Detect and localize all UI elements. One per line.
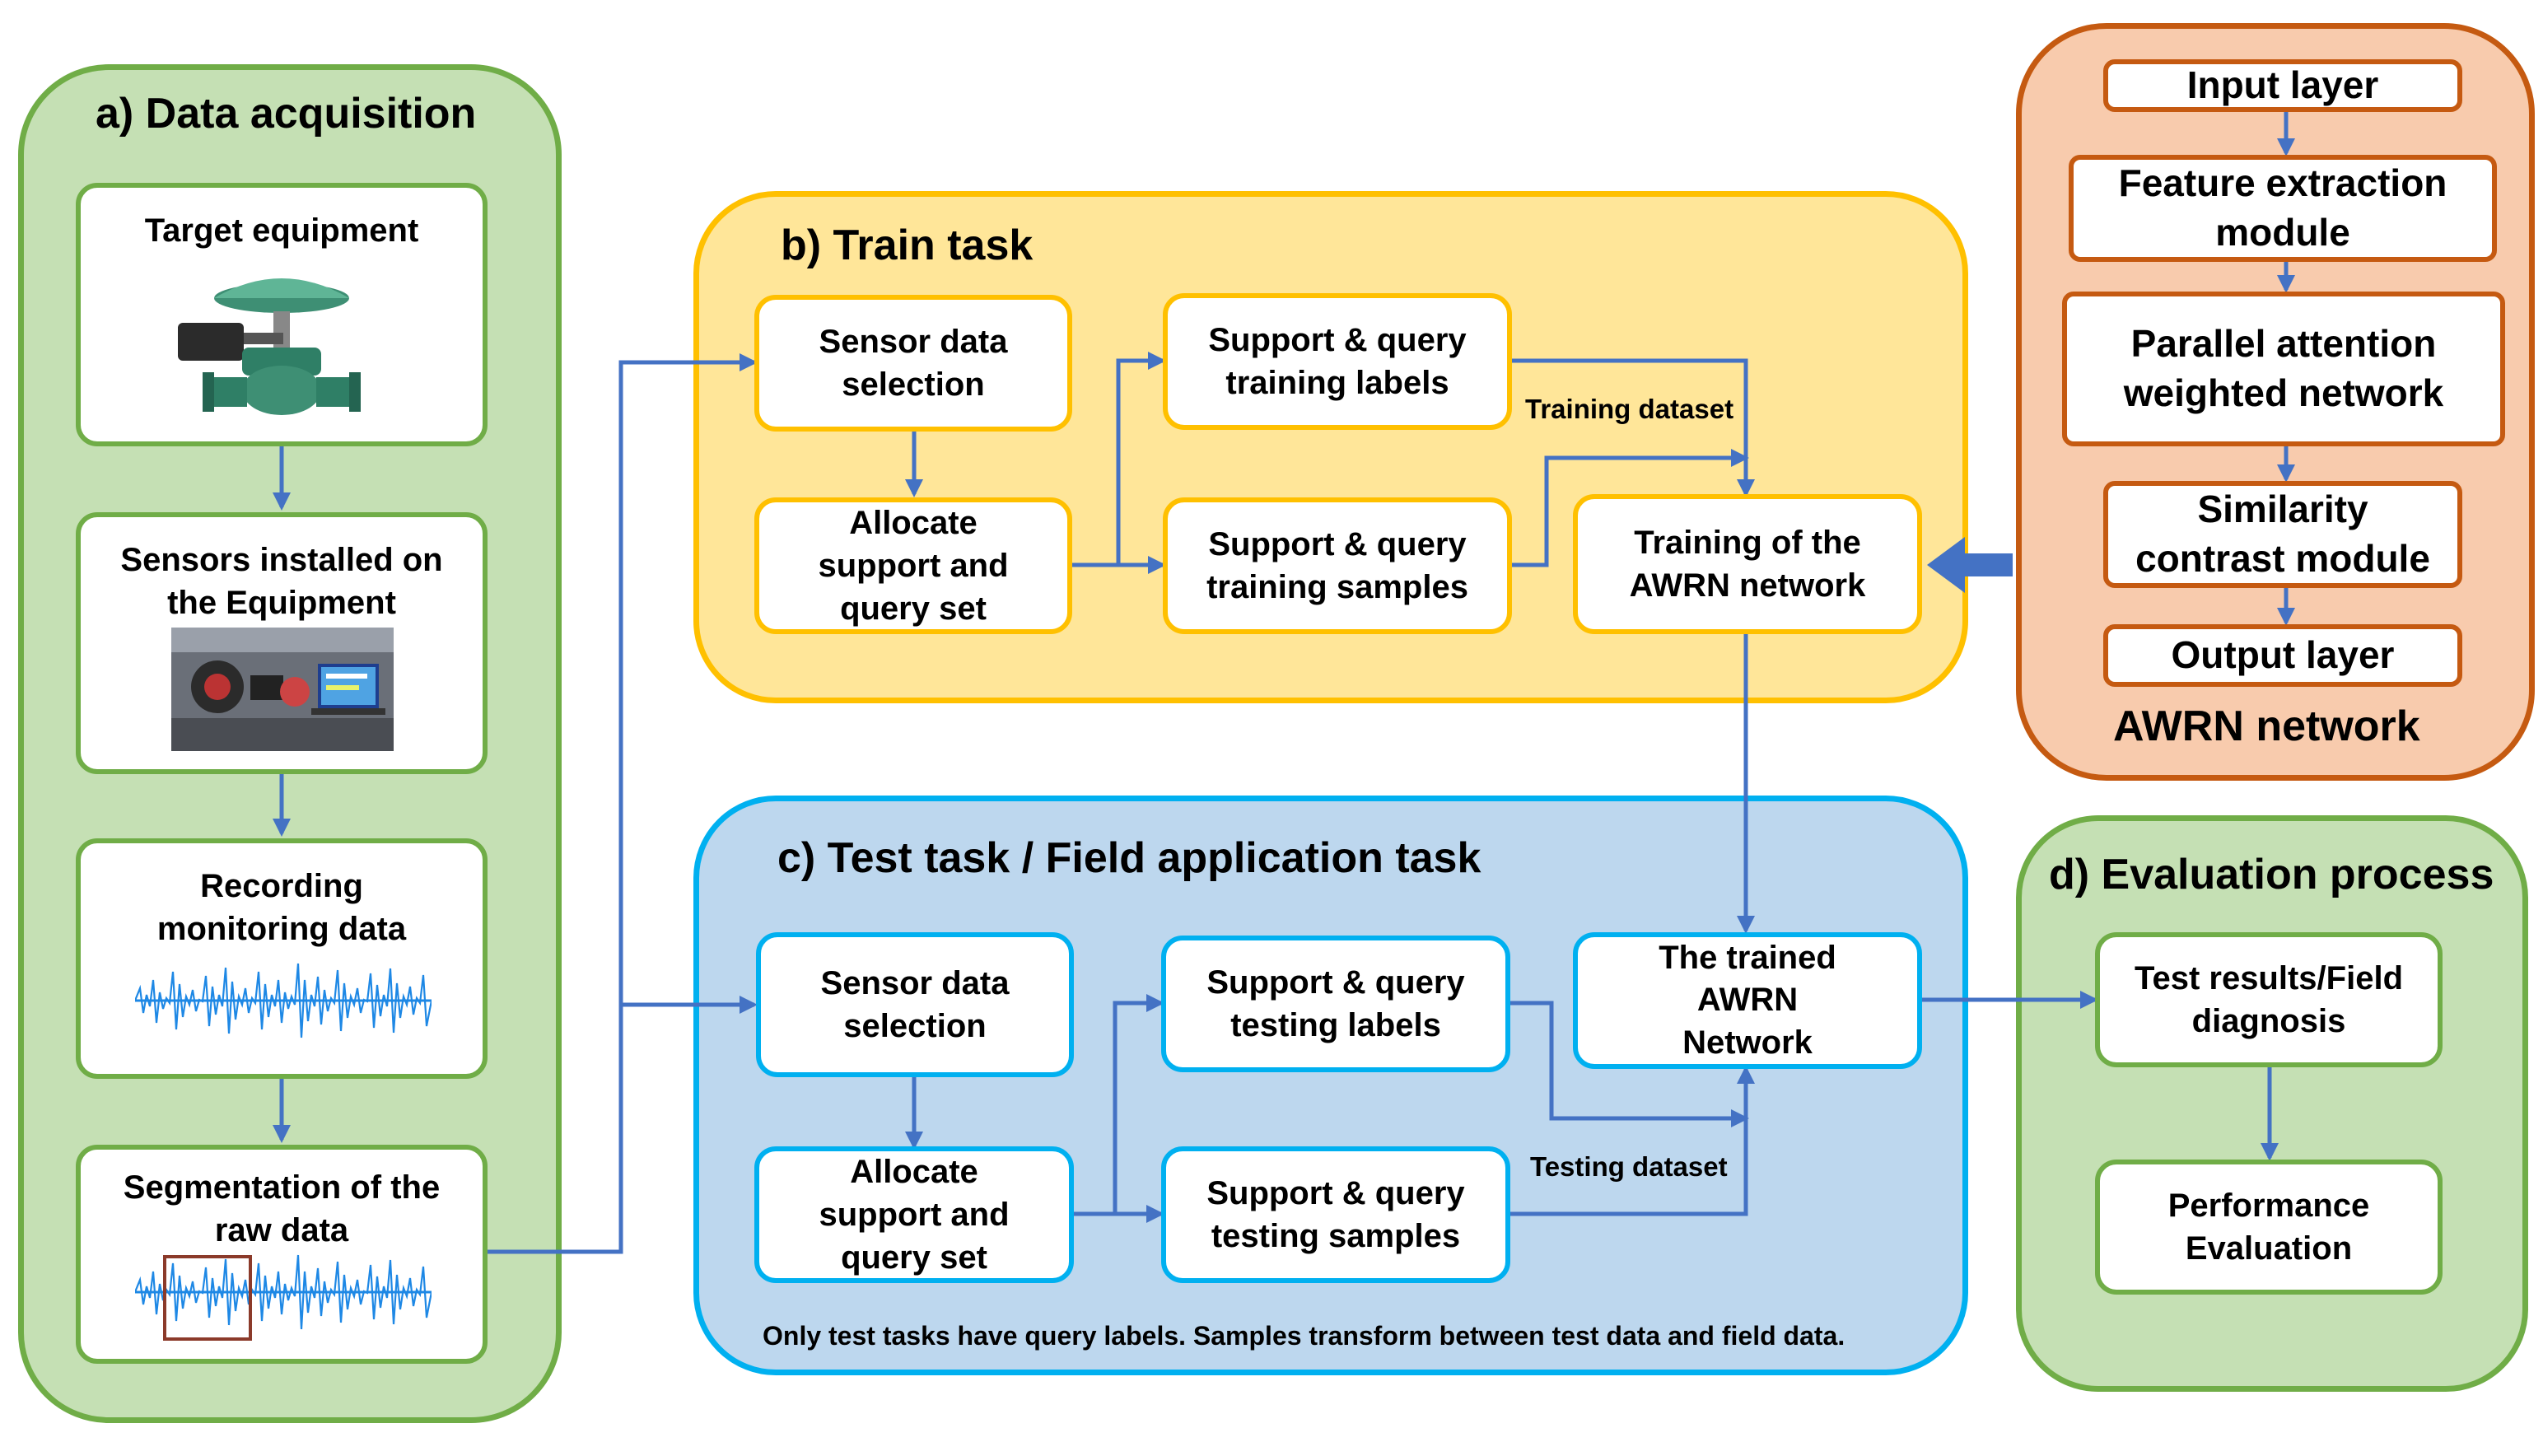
training-awrn-box: Training of the AWRN network [1573, 494, 1922, 634]
recording-data-label: Recording monitoring data [156, 868, 407, 947]
recording-data-box: Recording monitoring data [76, 838, 488, 1079]
evaluation-title: d) Evaluation process [2049, 851, 2494, 898]
train-allocate-label: Allocate support and query set [818, 505, 1009, 627]
test-allocate-box: Allocate support and query set [754, 1146, 1074, 1283]
train-task-title: b) Train task [781, 222, 1034, 269]
arrow-network-to-training [1927, 537, 2013, 593]
test-samples-box: Support & query testing samples [1161, 1146, 1510, 1283]
segment-window [163, 1255, 252, 1341]
arrow-test-samples-to-trained [1507, 1066, 1755, 1216]
arrow-test-labels-to-trained [1507, 1001, 1749, 1127]
performance-evaluation-box: Performance Evaluation [2095, 1160, 2443, 1295]
test-samples-label: Support & query testing samples [1206, 1175, 1465, 1254]
feature-extraction-box: Feature extraction module [2069, 155, 2497, 262]
output-layer-label: Output layer [2171, 633, 2395, 677]
test-results-label: Test results/Field diagnosis [2134, 960, 2403, 1039]
test-labels-label: Support & query testing labels [1206, 964, 1465, 1043]
testing-dataset-label: Testing dataset [1530, 1151, 1728, 1182]
test-sensor-selection-box: Sensor data selection [756, 932, 1074, 1077]
parallel-attention-label: Parallel attention weighted network [2123, 322, 2444, 414]
valve-equipment-image [178, 278, 361, 415]
target-equipment-label: Target equipment [144, 212, 419, 249]
train-sensor-selection-label: Sensor data selection [819, 324, 1008, 403]
arrow-segmentation-to-train [488, 353, 758, 1254]
feature-extraction-label: Feature extraction module [2118, 161, 2447, 254]
output-layer-box: Output layer [2103, 624, 2462, 687]
sensors-installed-label: Sensors installed on the Equipment [120, 542, 443, 621]
train-sensor-selection-box: Sensor data selection [754, 295, 1072, 432]
arrow-train-samples-to-training [1510, 449, 1749, 567]
performance-evaluation-label: Performance Evaluation [2167, 1188, 2370, 1267]
input-layer-label: Input layer [2186, 63, 2379, 107]
input-layer-box: Input layer [2103, 59, 2462, 112]
test-bench-photo [171, 628, 394, 751]
similarity-contrast-box: Similarity contrast module [2103, 481, 2462, 588]
trained-awrn-box: The trained AWRN Network [1573, 932, 1922, 1069]
train-labels-label: Support & query training labels [1208, 322, 1467, 401]
raw-signal-waveform [135, 963, 432, 1038]
trained-awrn-label: The trained AWRN Network [1659, 940, 1836, 1061]
test-results-box: Test results/Field diagnosis [2095, 932, 2443, 1067]
train-samples-box: Support & query training samples [1163, 497, 1512, 634]
training-awrn-label: Training of the AWRN network [1629, 525, 1866, 604]
arrow-train-allocate-to-labels [1071, 352, 1166, 567]
segmented-signal-waveform [135, 1254, 432, 1341]
test-labels-box: Support & query testing labels [1161, 936, 1510, 1072]
train-labels-box: Support & query training labels [1163, 293, 1512, 430]
awrn-network-title: AWRN network [2113, 702, 2420, 750]
segmentation-label: Segmentation of the raw data [123, 1169, 441, 1248]
evaluation-panel [2016, 815, 2528, 1392]
data-acquisition-title: a) Data acquisition [96, 90, 477, 138]
train-samples-label: Support & query training samples [1206, 526, 1468, 605]
test-sensor-selection-label: Sensor data selection [820, 965, 1010, 1044]
parallel-attention-box: Parallel attention weighted network [2062, 292, 2505, 446]
train-allocate-box: Allocate support and query set [754, 497, 1072, 634]
arrow-test-allocate-to-labels [1071, 994, 1164, 1216]
test-allocate-label: Allocate support and query set [819, 1154, 1010, 1276]
training-dataset-label: Training dataset [1525, 394, 1734, 424]
query-labels-note: Only test tasks have query labels. Sampl… [763, 1321, 1845, 1351]
test-task-title: c) Test task / Field application task [777, 834, 1481, 882]
segmentation-box: Segmentation of the raw data [76, 1145, 488, 1364]
similarity-contrast-label: Similarity contrast module [2135, 488, 2430, 580]
